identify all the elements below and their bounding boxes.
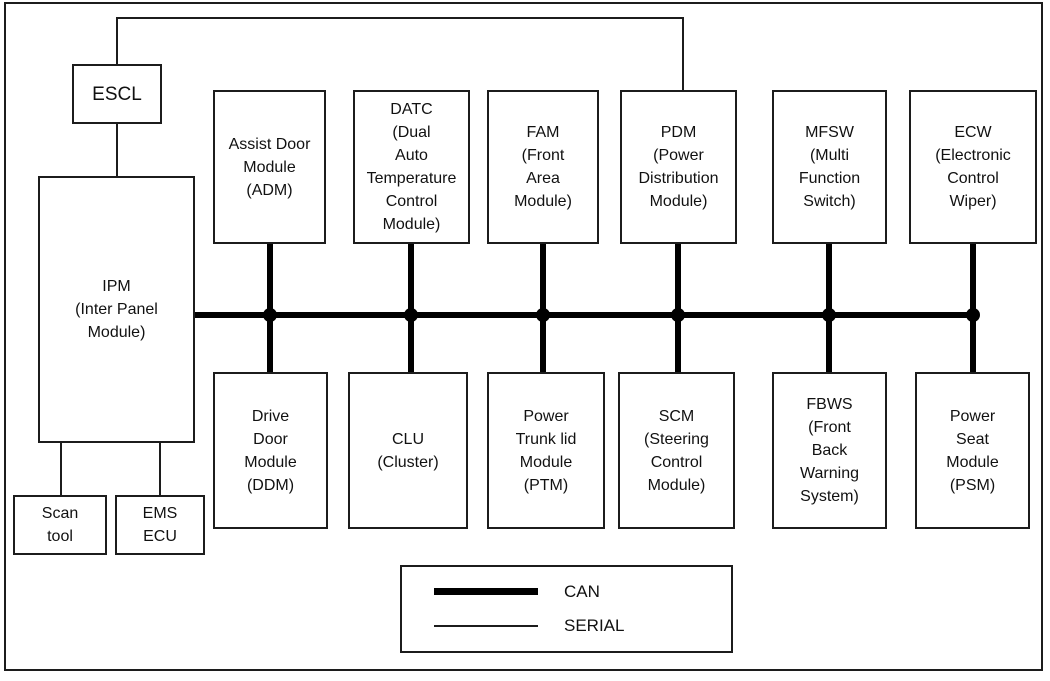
node-psm: Power Seat Module (PSM) [915,372,1030,529]
node-fbws: FBWS (Front Back Warning System) [772,372,887,529]
legend-row-serial: SERIAL [434,616,731,636]
serial-line-ipm-ems-ecu [159,443,161,495]
legend-can-line-sample [434,588,538,596]
legend-can-label: CAN [564,581,600,601]
node-ipm: IPM (Inter Panel Module) [38,176,195,443]
node-scm: SCM (Steering Control Module) [618,372,735,529]
node-ecw: ECW (Electronic Control Wiper) [909,90,1037,244]
can-bus-line [195,312,976,318]
node-clu: CLU (Cluster) [348,372,468,529]
can-junction-dot-pdm [671,308,685,322]
node-ddm: Drive Door Module (DDM) [213,372,328,529]
node-ems-ecu: EMS ECU [115,495,205,555]
node-escl: ESCL [72,64,162,124]
can-junction-dot-fam [536,308,550,322]
diagram-border [4,2,1043,671]
node-ptm: Power Trunk lid Module (PTM) [487,372,605,529]
legend-row-can: CAN [434,582,731,602]
can-junction-dot-adm [263,308,277,322]
can-junction-dot-datc [404,308,418,322]
serial-line-ipm-scan-tool [60,443,62,495]
node-fam: FAM (Front Area Module) [487,90,599,244]
node-pdm: PDM (Power Distribution Module) [620,90,737,244]
serial-line-pdm-vertical [682,17,684,90]
serial-line-top-horizontal [116,17,684,19]
legend-serial-line-sample [434,625,538,628]
serial-line-escl-ipm [116,124,118,176]
node-mfsw: MFSW (Multi Function Switch) [772,90,887,244]
can-junction-dot-mfsw [822,308,836,322]
node-datc: DATC (Dual Auto Temperature Control Modu… [353,90,470,244]
node-adm: Assist Door Module (ADM) [213,90,326,244]
node-scan-tool: Scan tool [13,495,107,555]
can-junction-dot-ecw [966,308,980,322]
legend-serial-label: SERIAL [564,616,625,636]
legend-box: CAN SERIAL [400,565,733,653]
serial-line-escl-top-vertical [116,17,118,64]
